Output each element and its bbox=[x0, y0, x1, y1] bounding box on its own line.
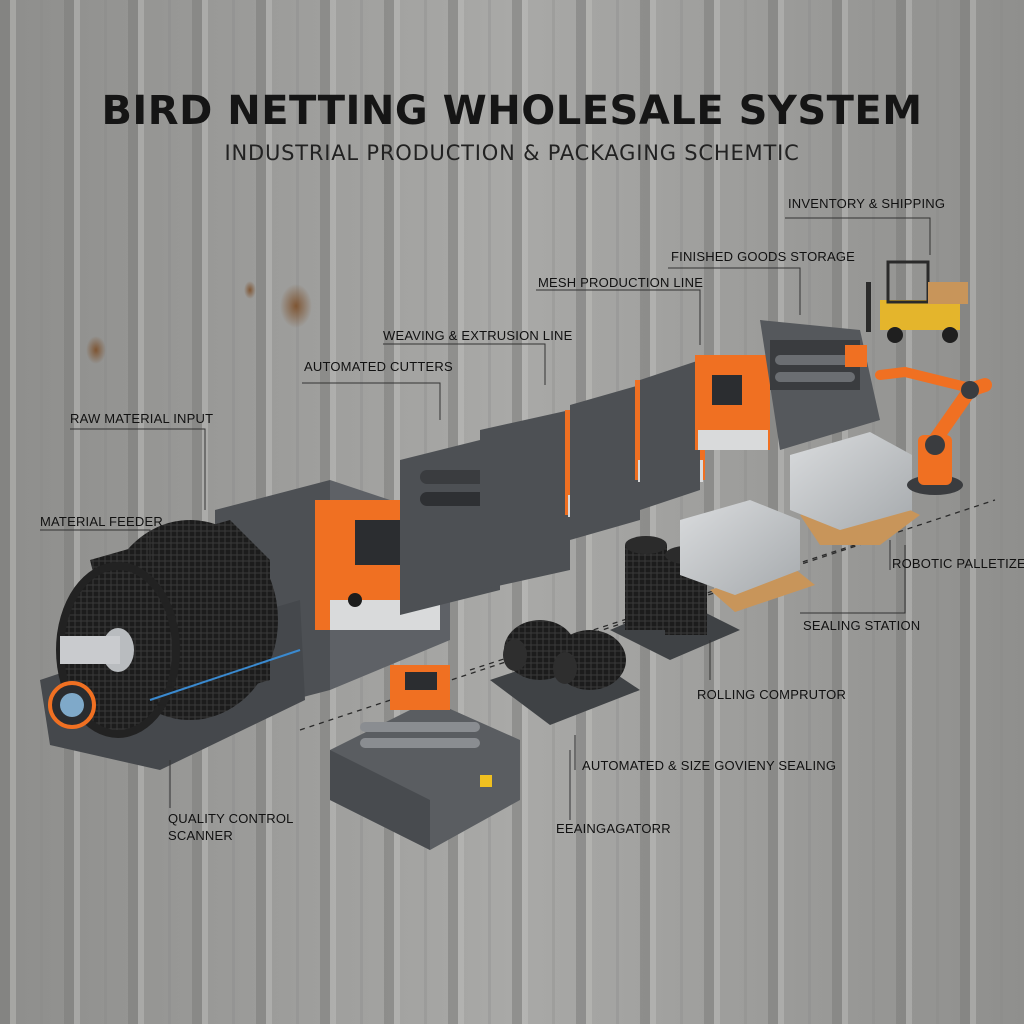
label-sealing-station: SEALING STATION bbox=[803, 618, 921, 633]
label-eeaingagatorr: EEAINGAGATORR bbox=[556, 821, 671, 836]
machine-module bbox=[640, 355, 770, 510]
machine-module bbox=[760, 320, 880, 450]
label-inventory-shipping: INVENTORY & SHIPPING bbox=[788, 196, 946, 211]
forklift bbox=[866, 260, 968, 343]
label-robotic-palletizer: ROBOTIC PALLETIZER bbox=[892, 556, 1024, 571]
label-mesh-production-line: MESH PRODUCTION LINE bbox=[538, 275, 704, 290]
label-quality-control-scanner: QUALITY CONTROL SCANNER bbox=[168, 811, 294, 843]
label-finished-goods-storage: FINISHED GOODS STORAGE bbox=[671, 249, 856, 264]
wrapped-pallets bbox=[680, 432, 920, 612]
label-rolling-comprutor: ROLLING COMPRUTOR bbox=[697, 687, 847, 702]
robotic-palletizer-arm bbox=[875, 366, 992, 495]
rolled-nets bbox=[490, 536, 740, 725]
leader-lines bbox=[40, 217, 931, 820]
label-automated-size-sealing: AUTOMATED & SIZE GOVIENY SEALING bbox=[582, 758, 837, 773]
rust-stain bbox=[280, 284, 312, 328]
page-title: BIRD NETTING WHOLESALE SYSTEM bbox=[101, 88, 923, 134]
rust-stain bbox=[244, 281, 256, 299]
quality-control-scanner-machine bbox=[330, 665, 520, 850]
label-material-feeder: MATERIAL FEEDER bbox=[40, 514, 163, 529]
label-automated-cutters: AUTOMATED CUTTERS bbox=[304, 359, 453, 374]
page-subtitle: INDUSTRIAL PRODUCTION & PACKAGING SCHEMT… bbox=[224, 141, 800, 165]
label-raw-material-input: RAW MATERIAL INPUT bbox=[70, 411, 214, 426]
rust-stain bbox=[86, 336, 106, 364]
net-roll-feeder bbox=[40, 520, 305, 770]
label-weaving-extrusion-line: WEAVING & EXTRUSION LINE bbox=[383, 328, 573, 343]
